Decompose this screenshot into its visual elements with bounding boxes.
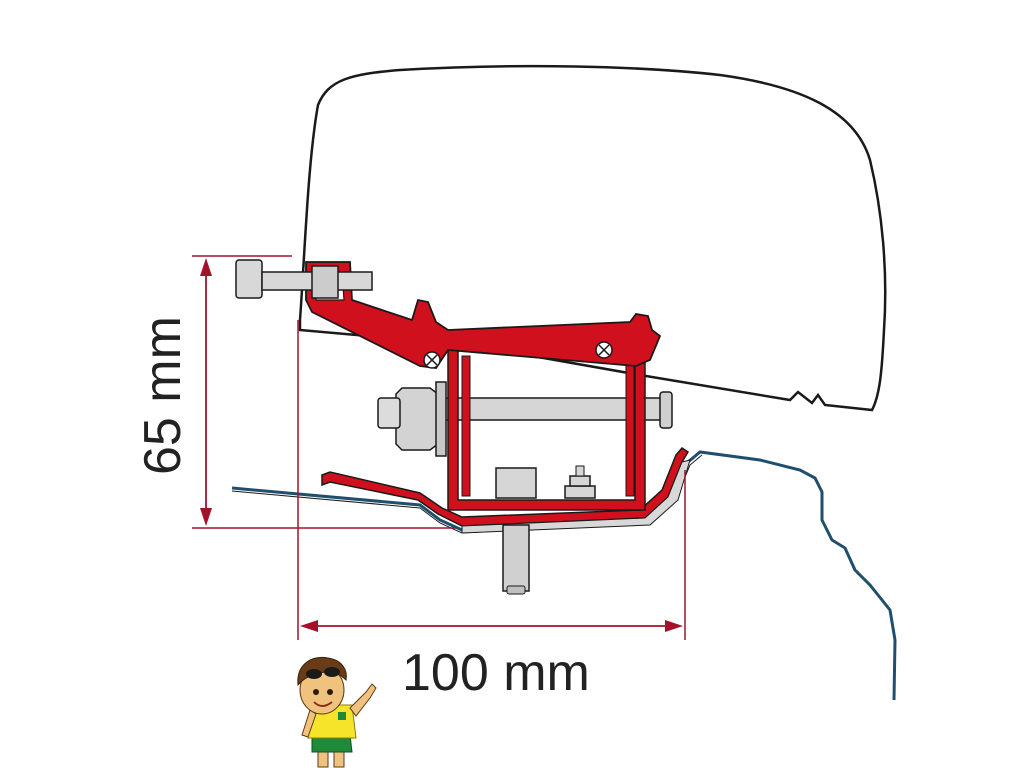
lower-mounting-plate bbox=[321, 447, 690, 527]
bottom-bolt-left bbox=[495, 467, 537, 499]
bottom-nut-right-top bbox=[569, 475, 591, 487]
height-dimension bbox=[192, 255, 456, 529]
inner-red-plate bbox=[461, 355, 471, 497]
clamp-bolt-nut bbox=[311, 265, 339, 299]
hex-nut-left bbox=[395, 387, 439, 451]
washer-left bbox=[435, 381, 447, 457]
awning-housing bbox=[298, 64, 887, 412]
inner-red-plate-right bbox=[625, 359, 635, 497]
height-label: 65 mm bbox=[134, 316, 192, 475]
bottom-nut-right bbox=[564, 485, 596, 499]
horizontal-bolt-end bbox=[659, 391, 673, 429]
clamp-bolt-head bbox=[235, 259, 263, 299]
clamp-arm bbox=[305, 261, 662, 369]
width-label: 100 mm bbox=[402, 644, 590, 702]
screw-left bbox=[423, 351, 441, 369]
cartoon-boy-mascot-icon bbox=[297, 656, 377, 768]
width-dimension bbox=[297, 320, 686, 640]
bolt-stub-left bbox=[377, 397, 401, 429]
screw-right bbox=[595, 341, 613, 359]
vertical-bolt bbox=[502, 524, 530, 592]
bottom-stud-right bbox=[575, 465, 585, 477]
vertical-bolt-tip bbox=[506, 585, 526, 595]
